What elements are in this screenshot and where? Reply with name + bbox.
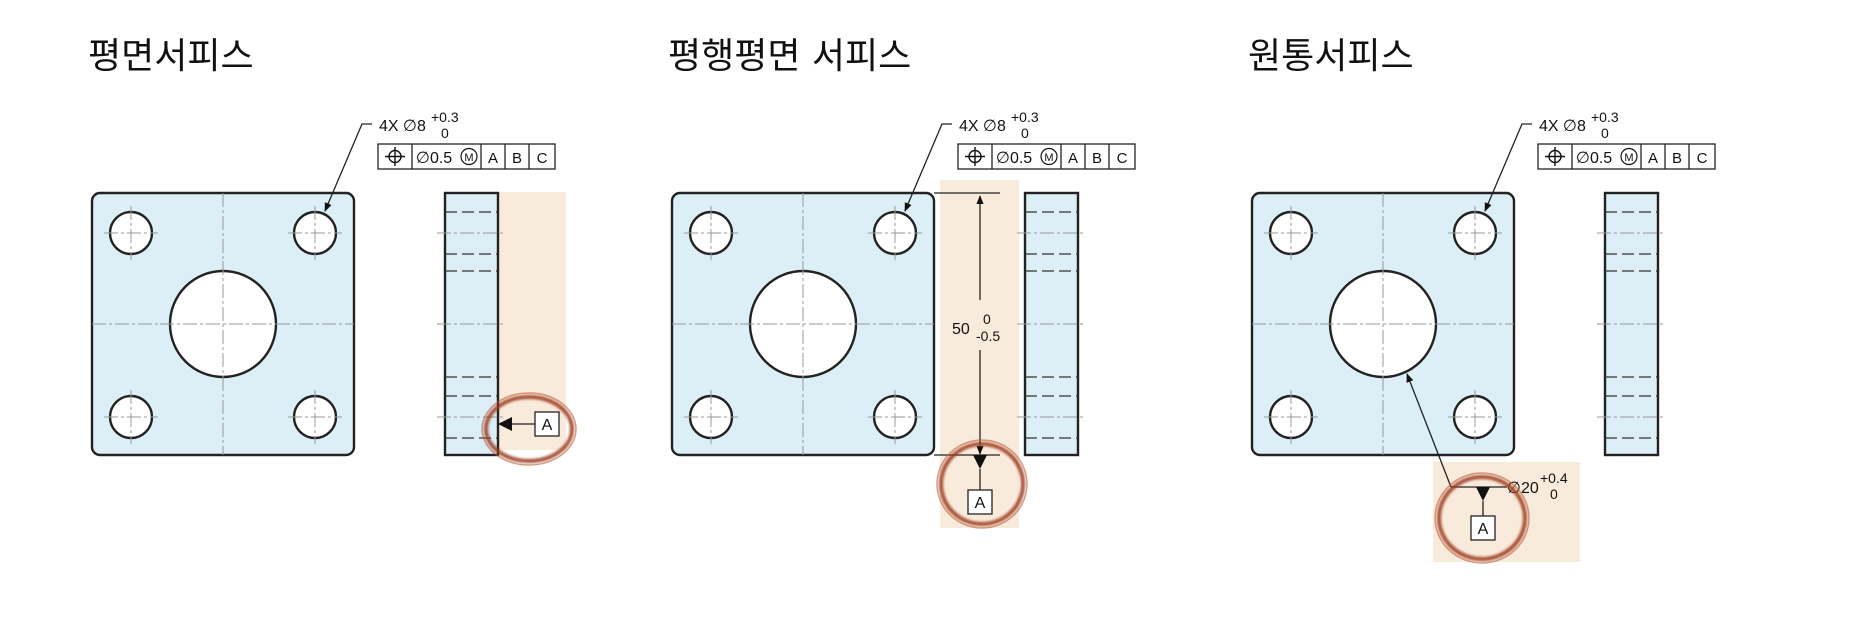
svg-text:0: 0: [1021, 125, 1029, 141]
svg-text:4X ∅8: 4X ∅8: [1539, 118, 1586, 135]
datum-feature-symbol: A: [498, 411, 560, 437]
position-icon: [965, 147, 985, 166]
highlight-area-flat: [498, 192, 566, 450]
svg-text:M: M: [1624, 152, 1633, 164]
hole-leader-line: [904, 123, 952, 212]
hole-leader-line: [1484, 123, 1532, 212]
emphasis-ring: [936, 439, 1028, 529]
svg-text:A: A: [1068, 150, 1078, 167]
svg-text:C: C: [1117, 150, 1128, 167]
datum-feature-symbol: A: [967, 455, 993, 515]
emphasis-ring: [1434, 472, 1530, 564]
hole-tol-lower: 0: [441, 125, 449, 141]
width-nominal: 50: [952, 321, 970, 338]
width-tol-lower: -0.5: [976, 328, 1000, 344]
datum-triangle-icon: [498, 417, 512, 431]
hole-callout: 4X ∅8 +0.3 0: [379, 109, 459, 141]
datum-ref-c: C: [537, 150, 548, 167]
mmc-icon: M: [460, 147, 478, 166]
svg-text:A: A: [1648, 150, 1658, 167]
datum-feature-symbol: A: [1470, 487, 1496, 541]
datum-label: A: [542, 417, 553, 434]
side-view: [437, 191, 506, 457]
panel-parallel-surfaces: 50 0 -0.5 4X ∅8 +0.3 0 ∅0.5 M A: [670, 109, 1136, 529]
width-dimension: 50 0 -0.5: [952, 311, 1000, 344]
bolt-holes: [684, 206, 922, 444]
mmc-icon: M: [1620, 147, 1638, 166]
svg-text:+0.3: +0.3: [1591, 109, 1619, 125]
datum-label: A: [1478, 521, 1489, 538]
svg-text:M: M: [1044, 152, 1053, 164]
svg-text:∅0.5: ∅0.5: [996, 150, 1032, 167]
hole-callout: 4X ∅8 +0.3 0: [959, 109, 1039, 141]
svg-text:0: 0: [1601, 125, 1609, 141]
hole-note: 4X ∅8: [379, 118, 426, 135]
feature-control-frame: ∅0.5 M A B C: [377, 143, 556, 170]
bolt-holes: [104, 206, 342, 444]
panel-cylindrical-surface: 4X ∅8 +0.3 0 ∅0.5 M A B C ∅20: [1250, 109, 1716, 564]
bore-leader-line: [1406, 373, 1452, 488]
side-view: [1597, 191, 1666, 457]
position-icon: [1545, 147, 1565, 166]
front-view: [1250, 191, 1516, 457]
svg-text:B: B: [1092, 150, 1102, 167]
svg-text:M: M: [464, 152, 473, 164]
side-view: [1017, 191, 1086, 457]
svg-text:B: B: [1672, 150, 1682, 167]
datum-ref-a: A: [488, 150, 498, 167]
svg-text:C: C: [1697, 150, 1708, 167]
hole-tol-upper: +0.3: [431, 109, 459, 125]
svg-text:4X ∅8: 4X ∅8: [959, 118, 1006, 135]
datum-ref-b: B: [512, 150, 522, 167]
bolt-holes: [1264, 206, 1502, 444]
feature-control-frame: ∅0.5 M A B C: [957, 143, 1136, 170]
datum-triangle-icon: [973, 455, 987, 469]
panel-flat-surface: 4X ∅8 +0.3 0 ∅0.5 M A B C: [90, 109, 577, 466]
front-view: [670, 191, 936, 457]
bore-tol-lower: 0: [1550, 486, 1558, 502]
panel-title-parallel-surfaces: 평행평면 서피스: [668, 36, 911, 77]
emphasis-ring: [481, 392, 577, 466]
hole-leader-line: [324, 123, 372, 212]
width-tol-upper: 0: [983, 311, 991, 327]
datum-label: A: [975, 495, 986, 512]
mmc-icon: M: [1040, 147, 1058, 166]
svg-text:+0.3: +0.3: [1011, 109, 1039, 125]
svg-text:∅0.5: ∅0.5: [1576, 150, 1612, 167]
position-icon: [385, 147, 405, 166]
datum-triangle-icon: [1476, 487, 1490, 501]
geo-tolerance: ∅0.5: [416, 150, 452, 167]
bore-tol-upper: +0.4: [1540, 470, 1568, 486]
hole-callout: 4X ∅8 +0.3 0: [1539, 109, 1619, 141]
feature-control-frame: ∅0.5 M A B C: [1537, 143, 1716, 170]
front-view: [90, 191, 356, 457]
panel-title-cylindrical-surface: 원통서피스: [1248, 36, 1414, 77]
panel-title-flat-surface: 평면서피스: [88, 36, 254, 77]
